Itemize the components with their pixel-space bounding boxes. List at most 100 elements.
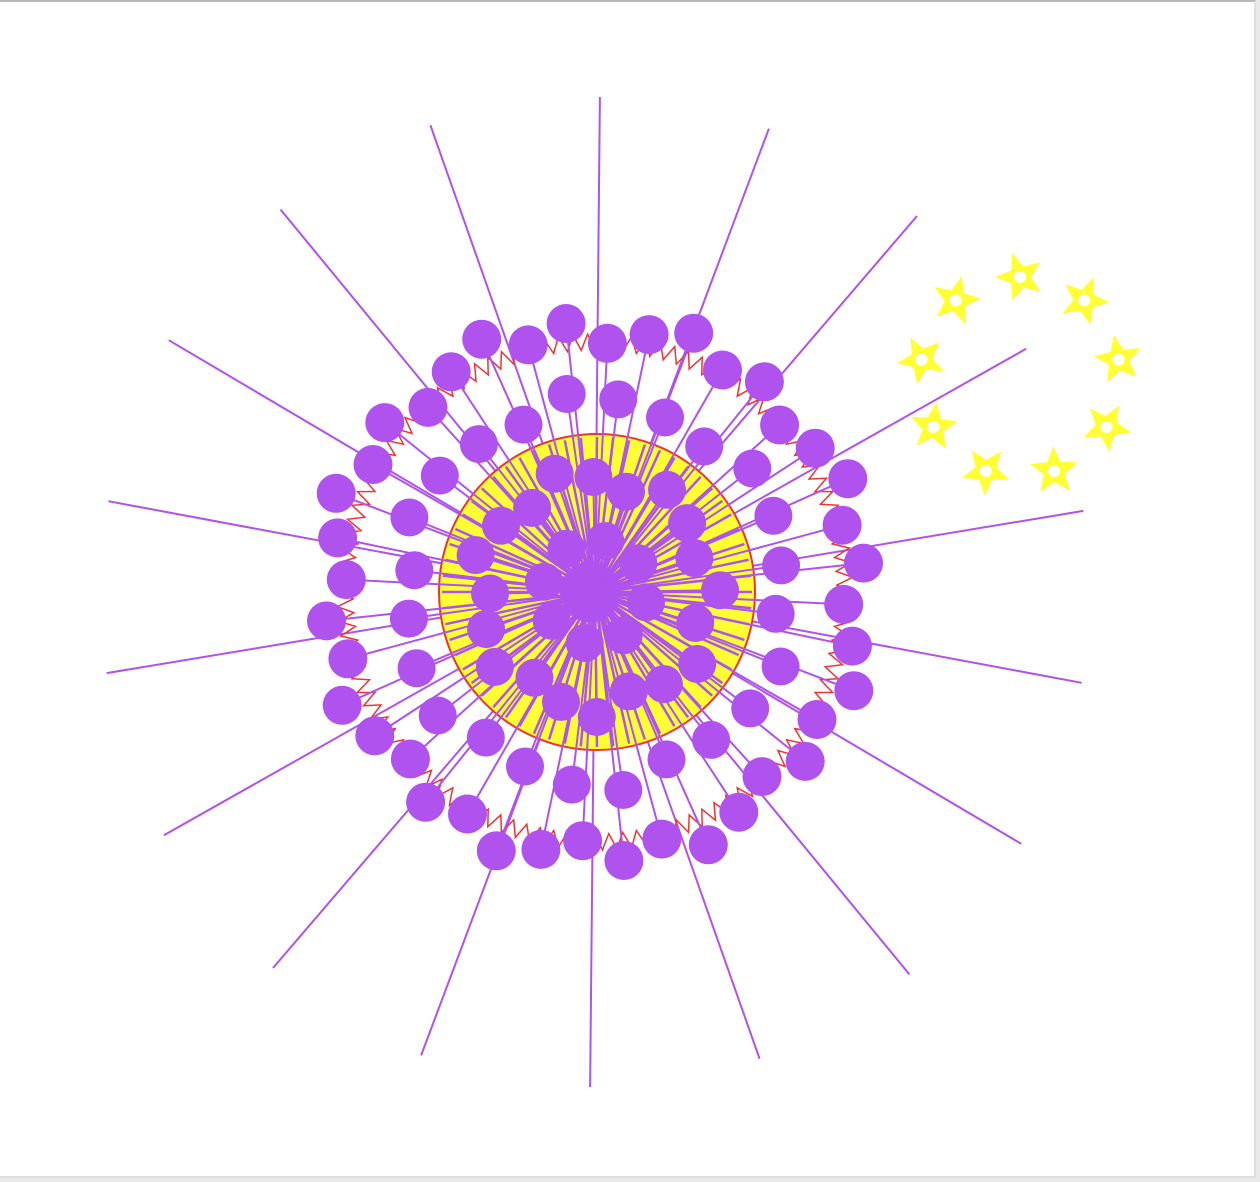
yellow-star-icon: [961, 450, 1010, 496]
purple-ball-icon: [648, 470, 686, 509]
purple-ball-icon: [448, 794, 487, 834]
purple-ball-icon: [318, 518, 358, 558]
purple-ball-icon: [619, 544, 658, 583]
purple-ball-icon: [525, 562, 563, 601]
purple-ball-icon: [316, 473, 356, 513]
purple-ball-icon: [406, 782, 446, 822]
purple-ball-icon: [733, 449, 772, 488]
ball-stems: [326, 323, 864, 861]
purple-ball-icon: [785, 741, 825, 781]
purple-ball-icon: [701, 571, 739, 610]
star-hole: [979, 465, 992, 477]
purple-ball-icon: [719, 792, 759, 832]
ball-stem: [522, 424, 596, 593]
purple-ball-icon: [535, 454, 574, 493]
purple-ball-icon: [459, 425, 498, 464]
purple-ball-icon: [674, 313, 714, 353]
star-hole: [1100, 421, 1113, 433]
yellow-stars: [896, 253, 1141, 496]
purple-ball-icon: [604, 841, 644, 880]
purple-ball-icon: [355, 716, 395, 756]
purple-ball-icon: [731, 689, 770, 728]
purple-ball-icon: [390, 739, 430, 779]
purple-ball-icon: [389, 599, 428, 638]
purple-ball-icon: [675, 539, 714, 578]
purple-ball-icon: [515, 658, 554, 697]
yellow-star-icon: [1063, 277, 1110, 325]
yellow-star-icon: [896, 337, 944, 385]
yellow-star-icon: [1083, 405, 1132, 452]
purple-ball-icon: [542, 682, 580, 721]
ball-stem: [594, 564, 782, 593]
purple-ball-icon: [466, 718, 505, 757]
purple-ball-icon: [547, 529, 586, 568]
purple-ball-icon: [844, 543, 883, 583]
purple-ball-icon: [431, 352, 471, 392]
purple-ball-icon: [307, 601, 346, 641]
purple-ball-icon: [742, 757, 782, 797]
purple-ball-icon: [703, 350, 742, 390]
purple-ball-icon: [828, 459, 868, 499]
ball-stem: [570, 591, 596, 785]
yellow-star-icon: [934, 276, 981, 324]
purple-balls: [307, 304, 883, 880]
purple-ball-icon: [824, 584, 864, 624]
disc-spoke: [594, 558, 749, 594]
purple-ball-icon: [521, 829, 561, 869]
purple-ball-icon: [546, 304, 586, 343]
yellow-star-icon: [1030, 446, 1078, 492]
star-hole: [1014, 271, 1026, 283]
purple-ball-icon: [599, 380, 638, 419]
purple-ball-icon: [627, 583, 665, 622]
purple-ball-icon: [418, 696, 457, 735]
purple-ball-icon: [408, 387, 448, 427]
purple-ball-icon: [577, 698, 616, 736]
purple-ball-icon: [552, 765, 591, 804]
purple-ball-icon: [604, 616, 643, 655]
purple-ball-icon: [762, 546, 801, 585]
star-hole: [1112, 353, 1125, 366]
purple-ball-icon: [822, 505, 862, 545]
purple-ball-icon: [390, 498, 429, 537]
purple-ball-icon: [609, 672, 648, 711]
purple-ball-icon: [688, 825, 728, 865]
purple-ball-icon: [547, 375, 586, 413]
purple-ball-icon: [506, 747, 544, 786]
purple-ball-icon: [353, 445, 393, 484]
ball-stem: [594, 591, 625, 791]
purple-ball-icon: [692, 720, 731, 759]
purple-ball-icon: [761, 647, 800, 686]
ball-stem: [594, 591, 776, 615]
ball-stem: [500, 524, 596, 593]
purple-ball-icon: [795, 428, 835, 468]
purple-ball-icon: [644, 665, 683, 704]
purple-ball-icon: [685, 427, 724, 466]
purple-ball-icon: [475, 647, 514, 686]
ball-stem: [524, 591, 596, 767]
purple-ball-icon: [756, 594, 795, 633]
purple-ball-icon: [420, 456, 459, 495]
star-hole: [1078, 294, 1091, 307]
purple-ball-icon: [744, 362, 784, 402]
ball-stem: [409, 516, 596, 593]
ball-stem: [565, 393, 596, 593]
purple-ball-icon: [508, 325, 548, 365]
purple-ball-icon: [504, 405, 543, 444]
purple-ball-icon: [563, 821, 603, 861]
purple-ball-icon: [678, 645, 717, 683]
ball-stem: [416, 591, 596, 670]
purple-ball-icon: [397, 649, 436, 688]
purple-ball-icon: [587, 323, 627, 363]
purple-ball-icon: [565, 624, 604, 662]
purple-ball-icon: [476, 831, 516, 871]
purple-ball-icon: [482, 506, 520, 545]
star-hole: [1048, 465, 1061, 477]
purple-ball-icon: [676, 604, 715, 642]
purple-ball-icon: [328, 639, 368, 679]
purple-ball-icon: [607, 472, 645, 511]
purple-ball-icon: [322, 685, 362, 725]
disc-spoke: [594, 513, 732, 594]
purple-ball-icon: [513, 488, 552, 527]
